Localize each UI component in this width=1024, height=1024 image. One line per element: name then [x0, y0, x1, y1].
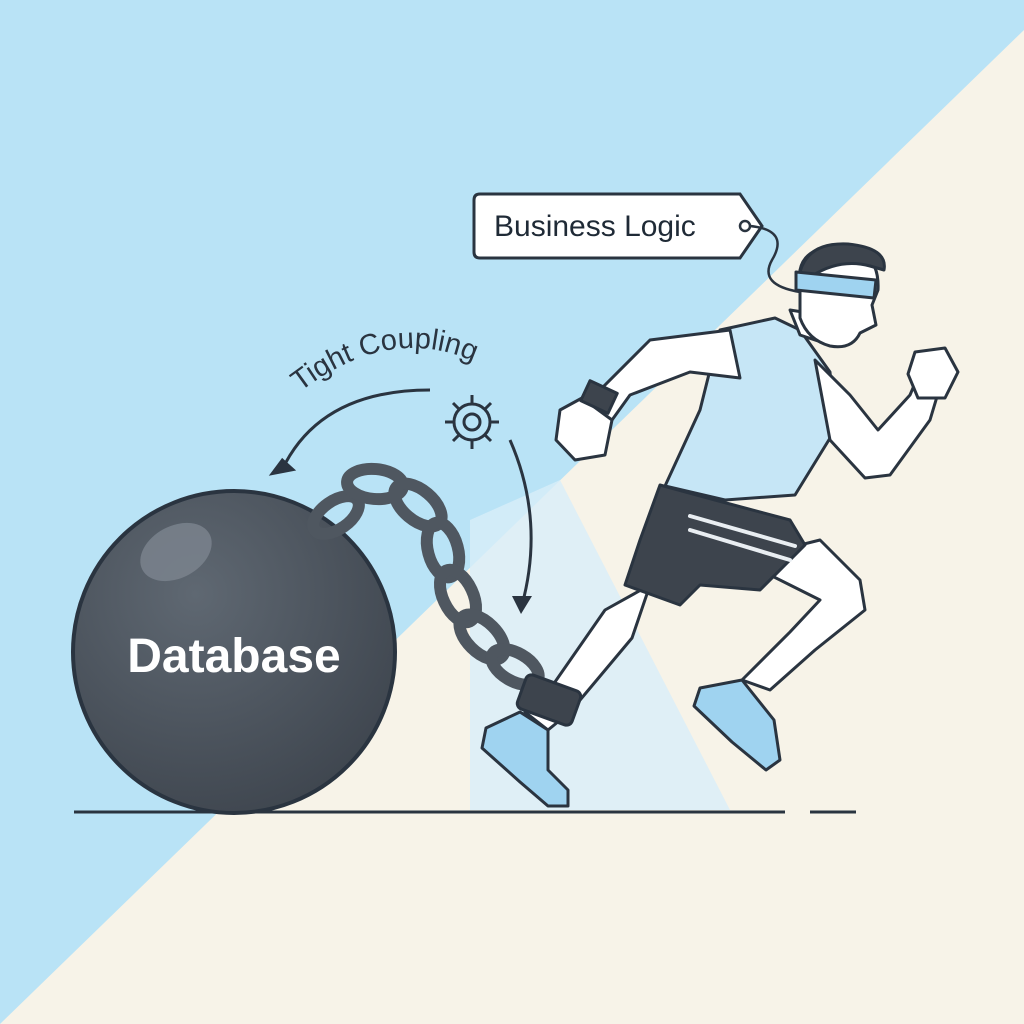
- arrow-left-icon: [280, 388, 431, 471]
- business-logic-label: Business Logic: [494, 210, 696, 243]
- runner-figure: [480, 242, 960, 808]
- tag-string: [749, 224, 801, 294]
- gear-icon: [445, 395, 499, 449]
- ball-and-chain-icon: Database: [71, 489, 397, 815]
- chain-icon: [307, 462, 545, 691]
- business-logic-tag: Business Logic: [472, 192, 801, 294]
- database-label: Database: [127, 630, 340, 683]
- arrow-right-icon: [508, 439, 533, 606]
- arrow-right-head: [512, 596, 532, 614]
- ball-highlight: [140, 522, 212, 582]
- arrow-left-head: [268, 457, 297, 476]
